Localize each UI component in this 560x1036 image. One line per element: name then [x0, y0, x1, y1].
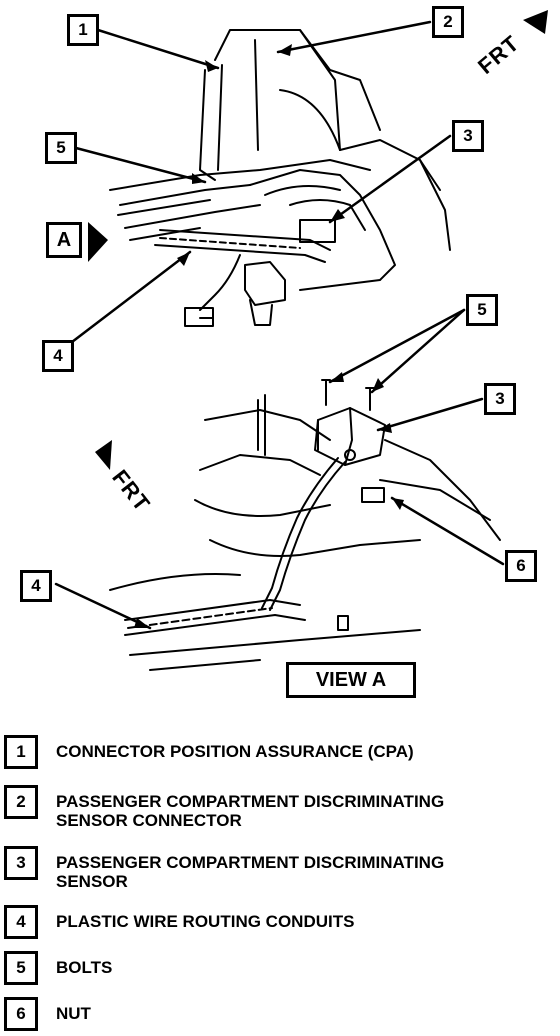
view-a-marker: A [46, 222, 82, 258]
legend-number: 2 [4, 785, 38, 819]
legend-item: 1 CONNECTOR POSITION ASSURANCE (CPA) [4, 735, 546, 769]
diagram-drawing [54, 10, 548, 671]
legend-text: PLASTIC WIRE ROUTING CONDUITS [56, 912, 355, 931]
callout-view-4: 4 [20, 570, 52, 602]
callout-view-3: 3 [484, 383, 516, 415]
callout-4: 4 [42, 340, 74, 372]
callout-view-6: 6 [505, 550, 537, 582]
callout-view-5: 5 [466, 294, 498, 326]
legend-text: NUT [56, 1004, 91, 1023]
callout-2: 2 [432, 6, 464, 38]
callout-1: 1 [67, 14, 99, 46]
legend-item: 6 NUT [4, 997, 546, 1031]
callout-5: 5 [45, 132, 77, 164]
legend-text: BOLTS [56, 958, 113, 977]
view-a-label: VIEW A [286, 662, 416, 698]
legend-number: 6 [4, 997, 38, 1031]
legend-text: CONNECTOR POSITION ASSURANCE (CPA) [56, 742, 414, 761]
diagram: 1 2 5 3 4 5 3 4 6 FRT FRT A VIEW A [20, 6, 548, 698]
legend-number: 3 [4, 846, 38, 880]
legend-item: 4 PLASTIC WIRE ROUTING CONDUITS [4, 905, 546, 939]
legend-number: 4 [4, 905, 38, 939]
legend-item: 2 PASSENGER COMPARTMENT DISCRIMINATING S… [4, 785, 546, 830]
legend-item: 3 PASSENGER COMPARTMENT DISCRIMINATING S… [4, 846, 546, 891]
legend-item: 5 BOLTS [4, 951, 546, 985]
legend-text: PASSENGER COMPARTMENT DISCRIMINATING SEN… [56, 792, 445, 830]
legend-text: PASSENGER COMPARTMENT DISCRIMINATING SEN… [56, 853, 445, 891]
legend-number: 5 [4, 951, 38, 985]
callout-3: 3 [452, 120, 484, 152]
legend-number: 1 [4, 735, 38, 769]
